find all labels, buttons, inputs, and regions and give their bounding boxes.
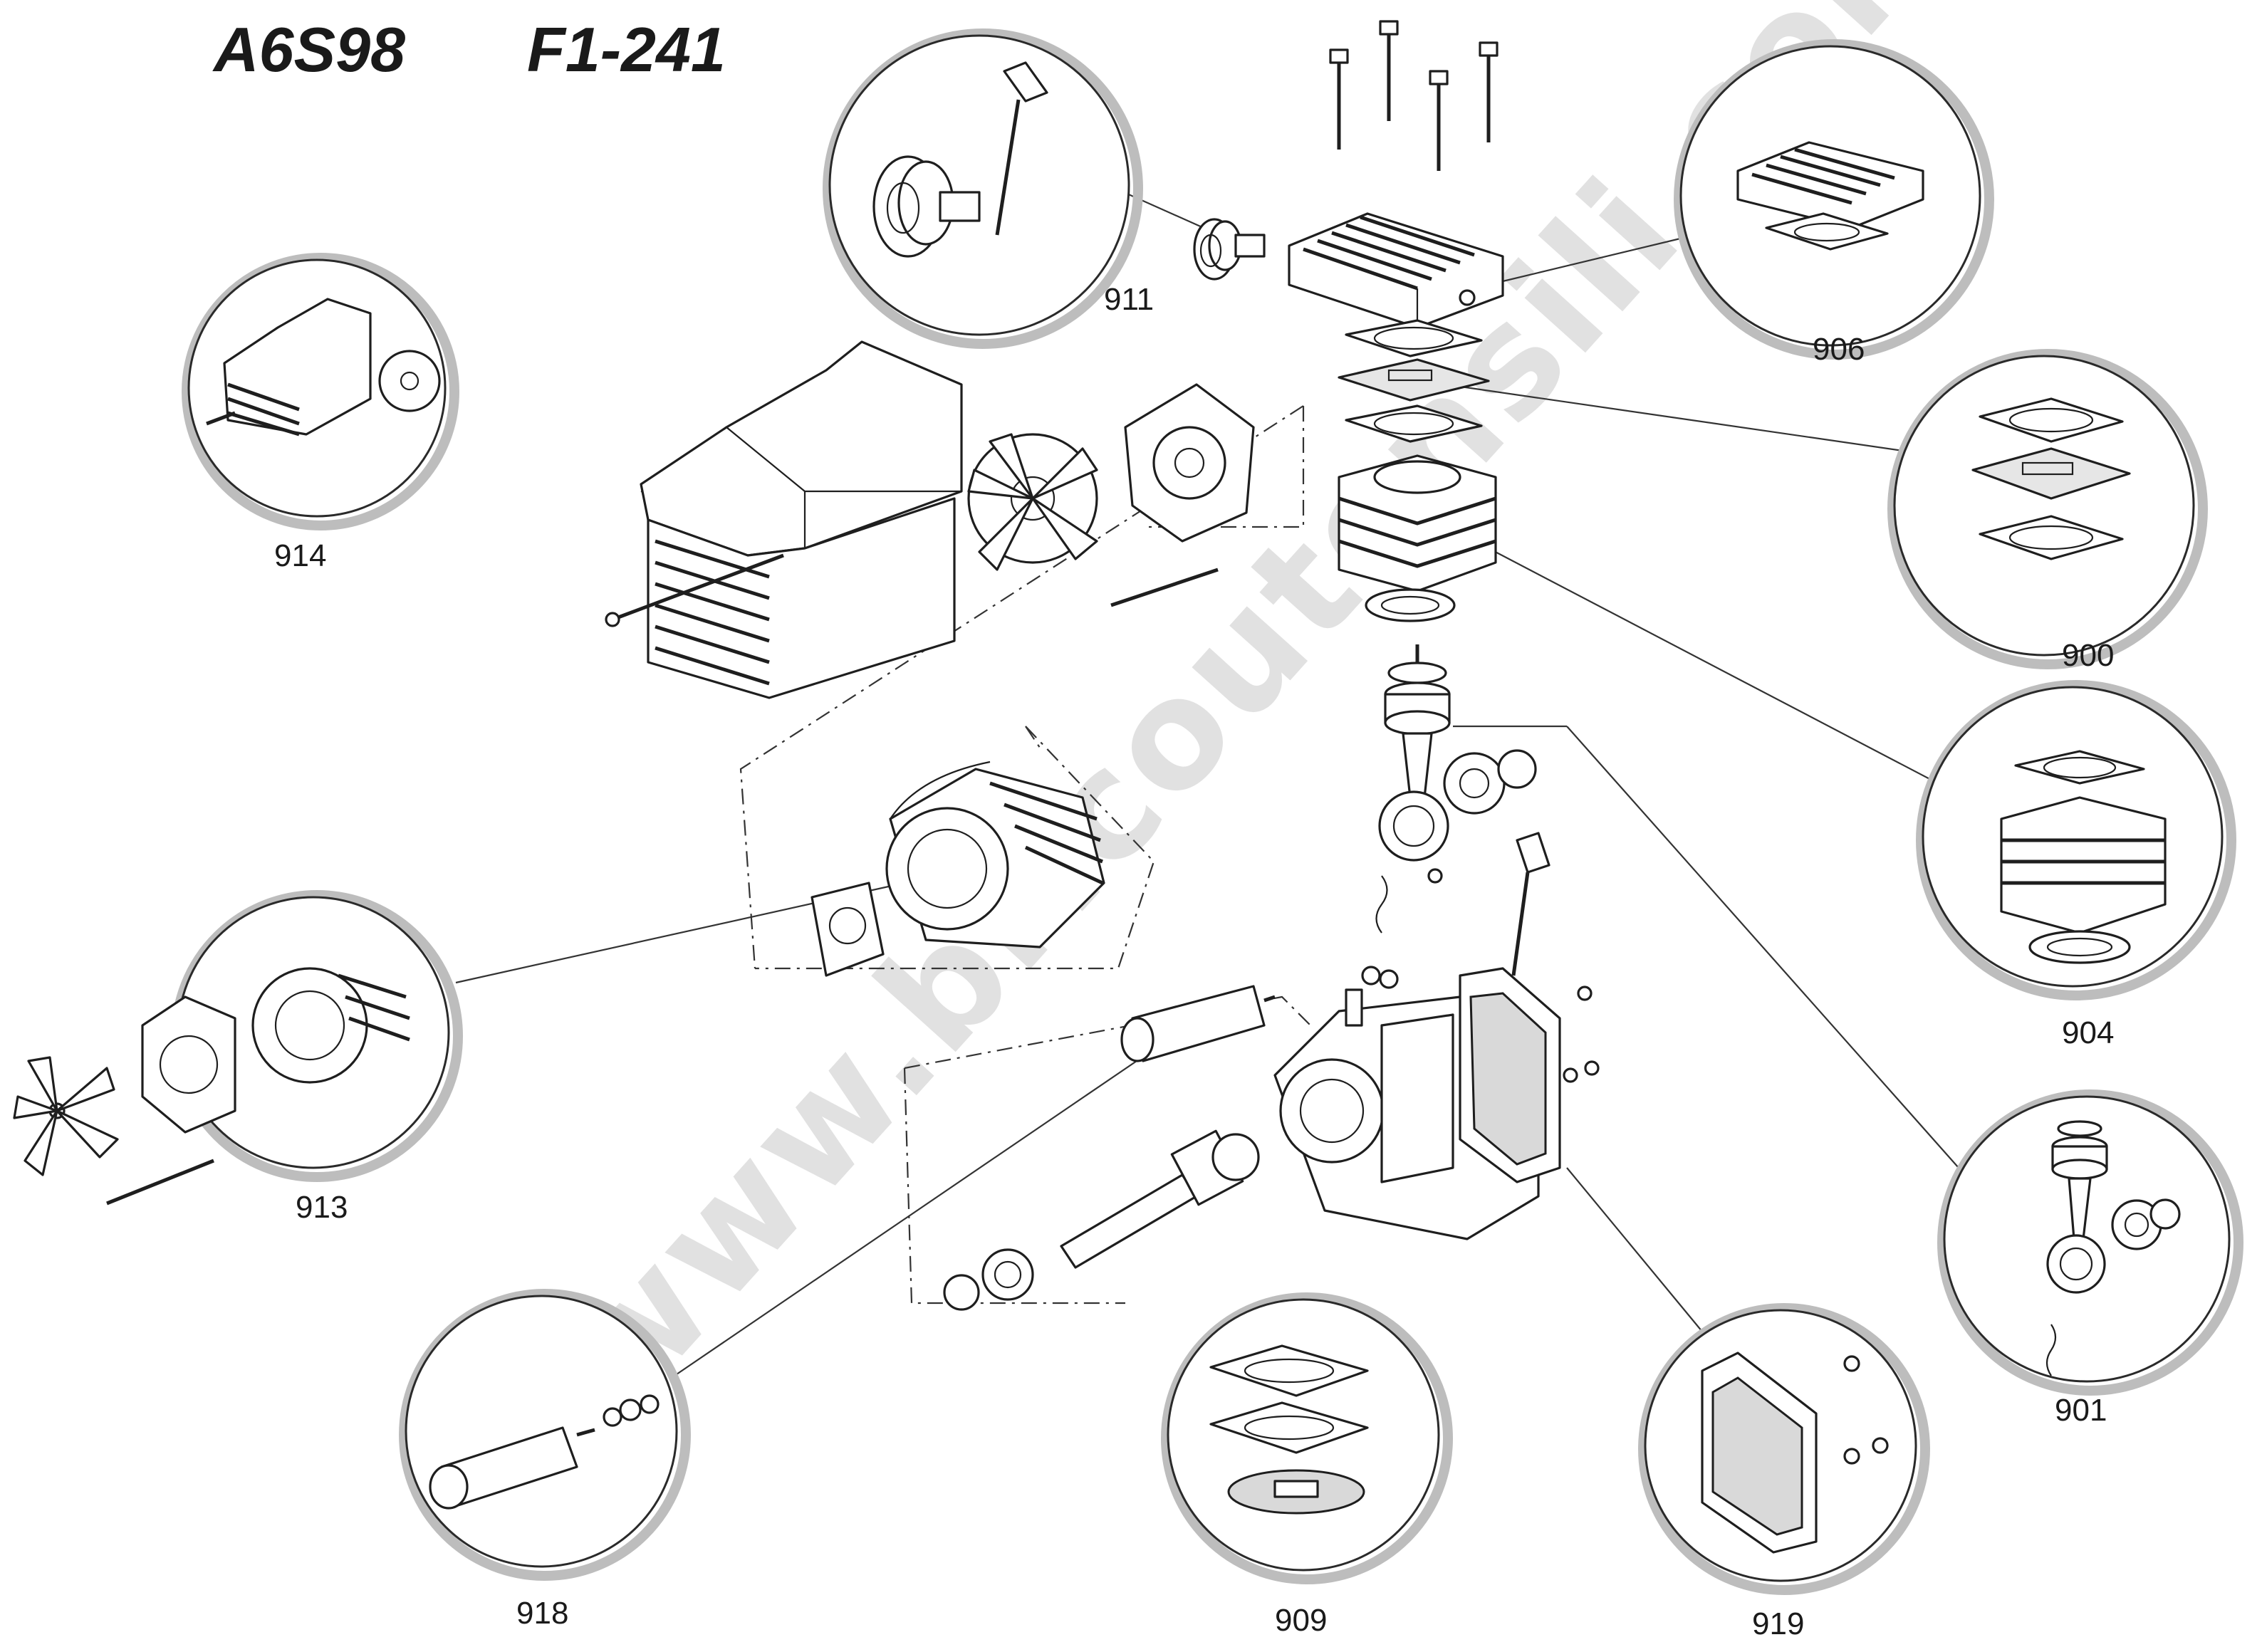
motor-cover — [605, 340, 963, 699]
fan-913 — [13, 1056, 214, 1206]
callout-906: 906 — [1813, 332, 1865, 367]
crankshaft — [943, 1129, 1260, 1311]
callout-914: 914 — [274, 538, 326, 573]
motor-stator — [811, 760, 1105, 977]
callout-913: 913 — [296, 1190, 348, 1225]
callout-labels: 911 906 914 900 904 913 901 918 909 919 — [274, 282, 2114, 1641]
cylinder-head — [1288, 212, 1504, 329]
detail-circle-906 — [1674, 39, 1994, 360]
gasket-stack — [1338, 319, 1490, 443]
detail-circle-919 — [1638, 1303, 1930, 1595]
detail-circle-901 — [1937, 1089, 2243, 1396]
fan-upper — [967, 383, 1255, 607]
detail-circle-914 — [182, 253, 459, 530]
detail-circle-918 — [399, 1289, 691, 1581]
capacitor — [1120, 985, 1276, 1062]
intake-filter — [1193, 218, 1266, 281]
leader-lines — [455, 185, 1959, 1375]
detail-circle-900 — [1887, 349, 2208, 669]
cylinder-block — [1338, 454, 1497, 622]
model-title: A6S98 — [212, 14, 405, 85]
detail-circle-913 — [141, 890, 463, 1182]
callout-904: 904 — [2062, 1015, 2114, 1050]
callout-909: 909 — [1275, 1603, 1327, 1638]
detail-circle-904 — [1916, 680, 2236, 1000]
piston-conrod — [1375, 644, 1537, 934]
callout-901: 901 — [2055, 1393, 2107, 1428]
code-title: F1-241 — [527, 14, 726, 85]
callout-919: 919 — [1752, 1606, 1804, 1641]
breather-tube — [1511, 832, 1550, 976]
callout-911: 911 — [1104, 282, 1154, 317]
head-bolts — [1329, 20, 1499, 171]
side-cover — [1459, 967, 1600, 1183]
detail-circle-909 — [1161, 1292, 1453, 1584]
detail-circle-911 — [823, 28, 1143, 349]
callout-918: 918 — [516, 1596, 568, 1631]
callout-900: 900 — [2062, 638, 2114, 673]
